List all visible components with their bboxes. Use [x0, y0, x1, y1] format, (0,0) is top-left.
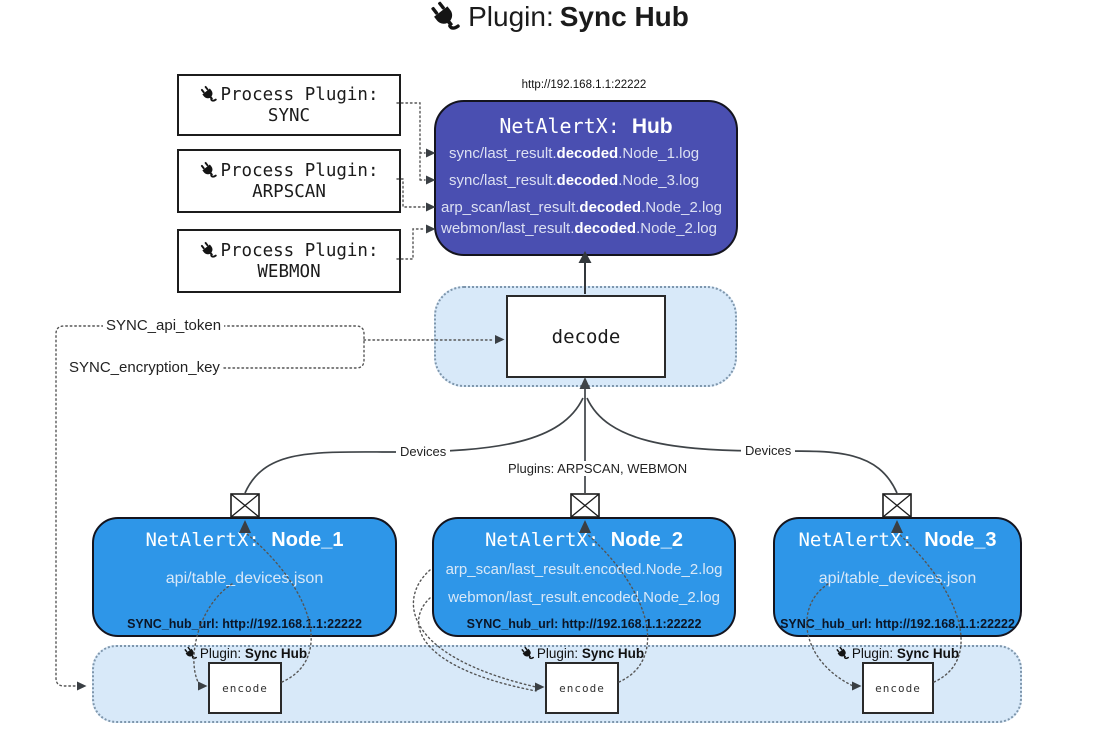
plug-icon	[183, 646, 198, 661]
node-title-name: Node_1	[271, 529, 344, 551]
encode-label-prefix: Plugin:	[851, 646, 894, 661]
edge-label-plugins: Plugins: ARPSCAN, WEBMON	[504, 461, 692, 476]
decode-label: decode	[551, 325, 621, 348]
edge-label-devices-left: Devices	[396, 444, 451, 459]
process-plugin-label: Process Plugin:	[220, 160, 379, 181]
encode-label-prefix: Plugin:	[199, 646, 242, 661]
hub-title-name: Hub	[631, 115, 673, 138]
plug-icon	[428, 0, 462, 34]
hub-log-line: arp_scan/last_result.decoded.Node_2.log	[441, 199, 722, 216]
title-name: Sync Hub	[559, 1, 689, 32]
encode-box: encode	[208, 662, 282, 714]
node-footer: SYNC_hub_url: http://192.168.1.1:22222	[466, 617, 702, 631]
plug-icon	[199, 241, 218, 260]
encode-group-label: Plugin: Sync Hub	[497, 646, 667, 661]
sync-api-token-label: SYNC_api_token	[103, 317, 225, 334]
encode-box: encode	[862, 662, 934, 714]
process-plugin-label: Process Plugin:	[220, 240, 379, 261]
node-footer: SYNC_hub_url: http://192.168.1.1:22222	[780, 617, 1015, 631]
plug-icon	[199, 161, 218, 180]
hub-log-line: webmon/last_result.decoded.Node_2.log	[441, 220, 717, 237]
process-plugin-name: SYNC	[267, 105, 311, 126]
process-plugin-box-sync: Process Plugin: SYNC	[177, 74, 401, 136]
envelope-icon	[882, 493, 912, 523]
node-file: api/table_devices.json	[818, 570, 977, 587]
encode-label-name: Sync Hub	[581, 646, 645, 661]
encode-box-label: encode	[222, 681, 268, 695]
encode-box: encode	[545, 662, 619, 714]
hub-title-label: NetAlertX:	[499, 114, 620, 138]
encode-label-name: Sync Hub	[896, 646, 960, 661]
envelope-icon	[570, 493, 600, 523]
encode-box-label: encode	[875, 681, 921, 695]
encode-group-label: Plugin: Sync Hub	[160, 646, 330, 661]
node-title-name: Node_3	[924, 529, 997, 551]
node-file: webmon/last_result.encoded.Node_2.log	[448, 589, 720, 606]
process-plugin-name: ARPSCAN	[252, 181, 326, 202]
node-box-2: NetAlertX: Node_2 arp_scan/last_result.e…	[432, 517, 736, 637]
decode-box: decode	[506, 295, 666, 378]
plug-icon	[835, 646, 850, 661]
envelope-icon	[230, 493, 260, 523]
hub-url: http://192.168.1.1:22222	[521, 79, 647, 91]
sync-encryption-key-label: SYNC_encryption_key	[66, 359, 223, 376]
node-title-name: Node_2	[610, 529, 684, 551]
node-file: api/table_devices.json	[165, 570, 324, 587]
node-title-label: NetAlertX:	[484, 529, 600, 551]
encode-label-name: Sync Hub	[244, 646, 308, 661]
encode-box-label: encode	[559, 681, 605, 695]
hub-log-line: sync/last_result.decoded.Node_1.log	[449, 145, 700, 162]
encode-label-prefix: Plugin:	[536, 646, 579, 661]
hub-title: NetAlertX: Hub	[436, 114, 736, 139]
process-plugin-box-arpscan: Process Plugin: ARPSCAN	[177, 149, 401, 213]
node-box-3: NetAlertX: Node_3 api/table_devices.json…	[773, 517, 1022, 637]
node-title-label: NetAlertX:	[145, 529, 260, 551]
node-title: NetAlertX: Node_2	[434, 529, 734, 552]
node-box-1: NetAlertX: Node_1 api/table_devices.json…	[92, 517, 397, 637]
hub-log-line: sync/last_result.decoded.Node_3.log	[449, 172, 700, 189]
hub-box: NetAlertX: Hub sync/last_result.decoded.…	[434, 100, 738, 256]
node-footer: SYNC_hub_url: http://192.168.1.1:22222	[127, 617, 362, 631]
node-file: arp_scan/last_result.encoded.Node_2.log	[445, 561, 723, 578]
node-title: NetAlertX: Node_3	[775, 529, 1020, 552]
process-plugin-box-webmon: Process Plugin: WEBMON	[177, 229, 401, 293]
edge-label-devices-right: Devices	[741, 443, 796, 458]
node-title-label: NetAlertX:	[798, 529, 913, 551]
process-plugin-label: Process Plugin:	[220, 84, 379, 105]
process-plugin-name: WEBMON	[257, 261, 321, 282]
plug-icon	[199, 85, 218, 104]
node-title: NetAlertX: Node_1	[94, 529, 395, 552]
plug-icon	[520, 646, 535, 661]
encode-group-label: Plugin: Sync Hub	[812, 646, 982, 661]
title-label: Plugin:	[468, 1, 554, 32]
diagram-title: Plugin: Sync Hub	[0, 0, 1117, 39]
